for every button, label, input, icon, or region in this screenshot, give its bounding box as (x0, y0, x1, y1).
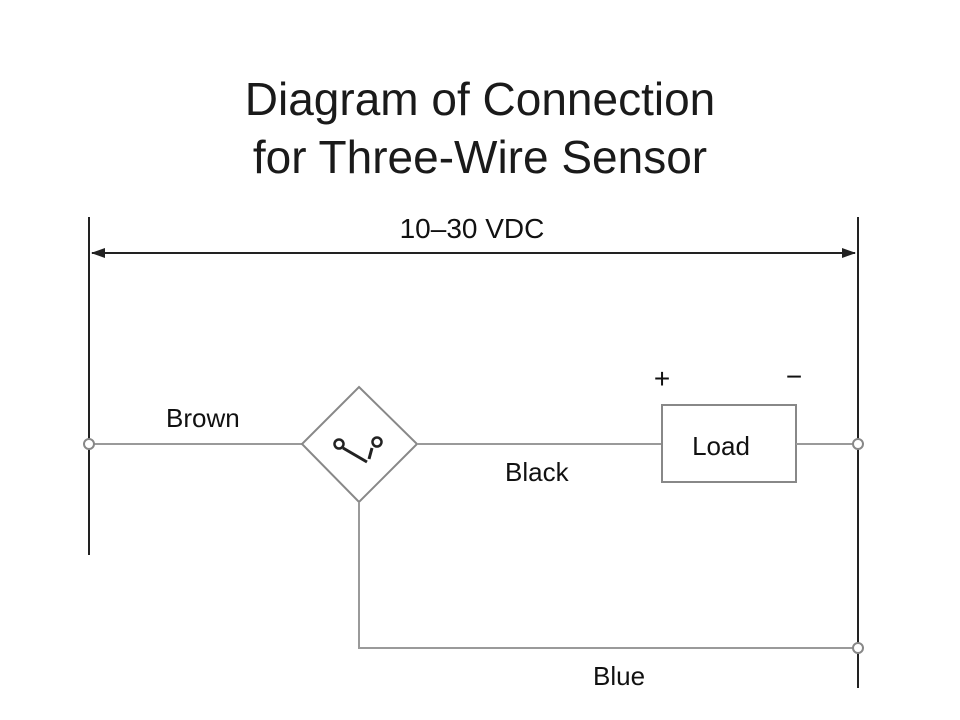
load-box (661, 404, 797, 483)
load-label: Load (692, 431, 750, 461)
terminal-left (83, 438, 95, 450)
switch-icon (333, 436, 383, 464)
terminal-right-blue (852, 642, 864, 654)
terminal-right-load (852, 438, 864, 450)
diagram-title: Diagram of Connection for Three-Wire Sen… (0, 70, 960, 186)
title-line-1: Diagram of Connection (244, 73, 716, 125)
brown-wire-label: Brown (166, 403, 240, 433)
black-wire-label: Black (505, 457, 570, 487)
title-line-2: for Three-Wire Sensor (252, 131, 708, 183)
load-plus-label: + (654, 363, 670, 394)
voltage-label: 10–30 VDC (400, 213, 545, 244)
load-minus-label: − (786, 361, 802, 392)
blue-wire (358, 502, 858, 649)
blue-wire-label: Blue (593, 661, 645, 691)
sensor-symbol (300, 385, 419, 504)
